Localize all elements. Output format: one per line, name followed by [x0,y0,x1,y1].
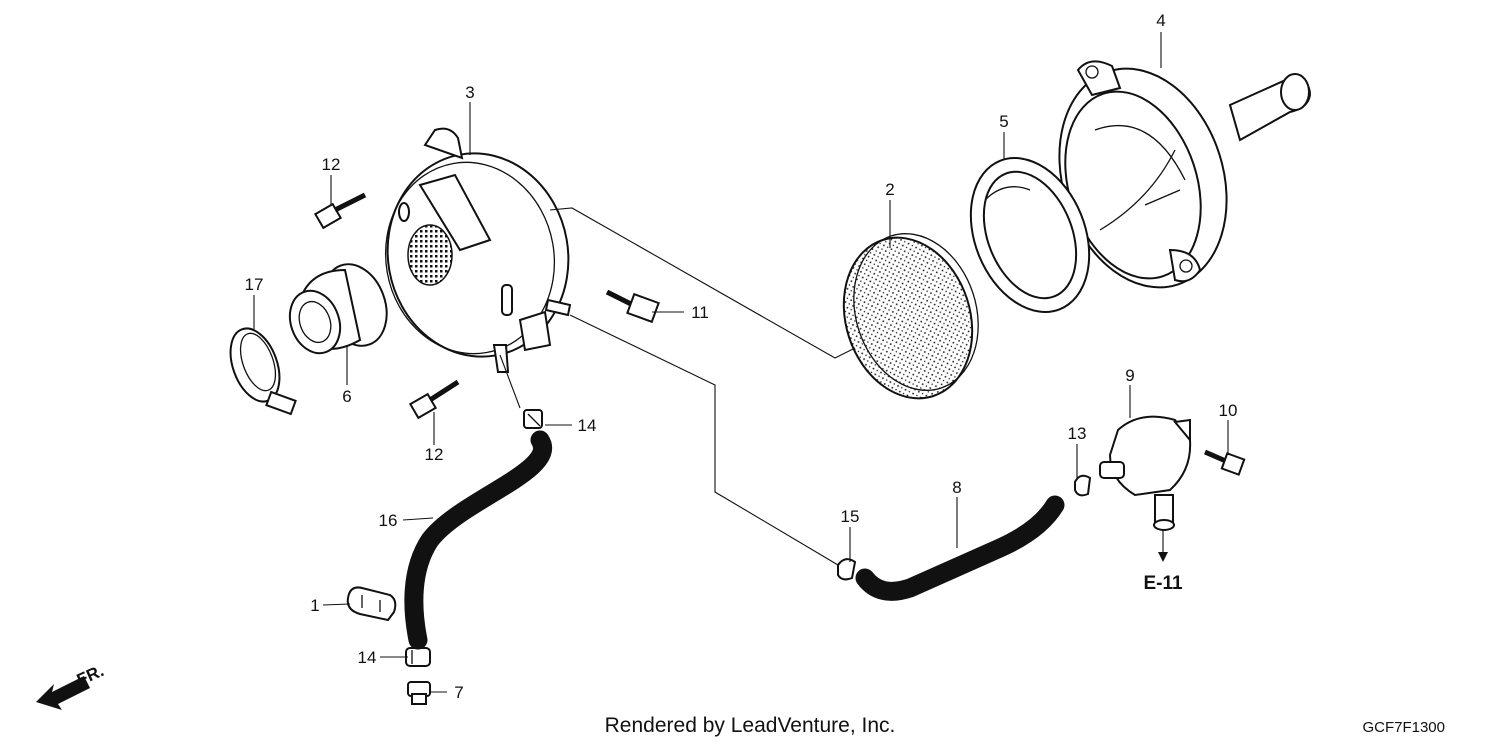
callout-numbers: 4 5 2 3 12 17 11 6 12 14 9 10 13 8 15 16… [245,11,1238,702]
callout-17: 17 [245,275,264,294]
part-16-drain-tube [404,430,552,650]
callout-10: 10 [1219,401,1238,420]
part-6-connecting-tube [288,263,388,355]
front-direction-label: FR. [74,661,107,689]
callout-7: 7 [454,683,463,702]
part-11-screw [605,289,660,324]
callout-3: 3 [465,83,474,102]
part-9-breather-separator [1099,415,1192,531]
part-1-clamp [346,586,397,622]
part-2-filter-element [842,233,979,400]
part-14-clip-lower [405,647,431,667]
part-15-clip [837,558,857,581]
callout-12-upper: 12 [322,155,341,174]
callout-2: 2 [885,180,894,199]
diagram-code: GCF7F1300 [1362,719,1445,736]
callout-1: 1 [310,596,319,615]
callout-15: 15 [841,507,860,526]
part-13-clip [1074,474,1092,497]
footer-credit: Rendered by LeadVenture, Inc. [605,714,896,737]
front-direction-arrow: FR. [36,661,107,710]
callout-6: 6 [342,387,351,406]
callout-5: 5 [999,112,1008,131]
part-8-breather-tube [855,495,1065,601]
part-12-screw-lower [408,379,460,420]
part-5-gasket [969,157,1091,313]
callout-14-lower: 14 [358,648,377,667]
callout-4: 4 [1156,11,1165,30]
callout-16: 16 [379,511,398,530]
leader-lines [253,32,1229,693]
part-10-screw [1204,449,1246,476]
part-17-band [229,327,297,416]
part-7-plug [407,681,431,705]
callout-14-upper: 14 [578,416,597,435]
part-12-screw-upper [313,192,367,230]
callout-8: 8 [952,478,961,497]
callout-11: 11 [691,303,709,322]
callout-13: 13 [1068,424,1087,443]
part-4-air-cleaner-case [1058,60,1312,289]
part-14-clip-upper [523,409,543,429]
callout-9: 9 [1125,366,1134,385]
part-3-air-cleaner-cover [384,127,572,373]
callout-12-lower: 12 [425,445,444,464]
reference-label: E-11 [1143,573,1183,594]
